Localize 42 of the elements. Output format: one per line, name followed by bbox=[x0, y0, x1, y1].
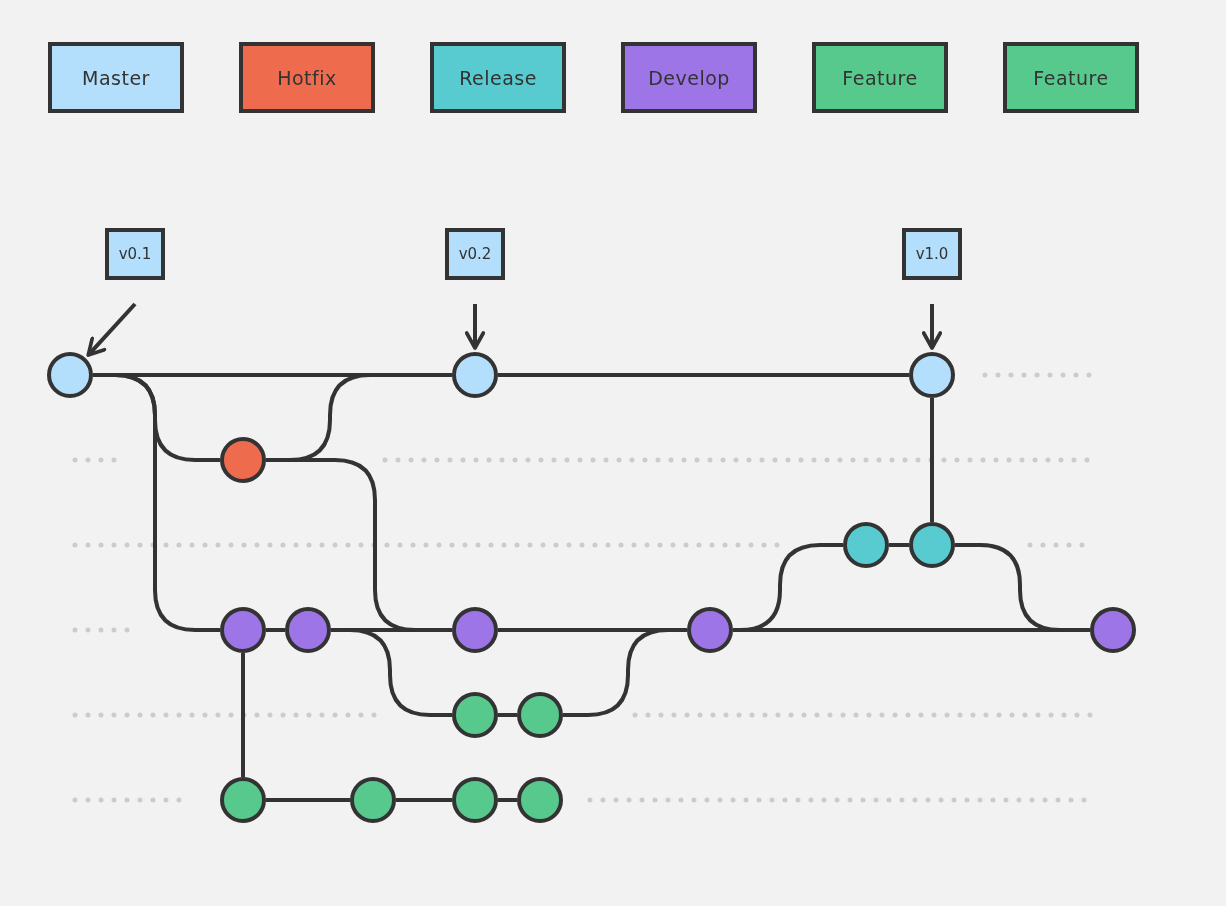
commit-circle bbox=[220, 437, 266, 483]
branch-line bbox=[266, 798, 350, 802]
commit-circle bbox=[517, 777, 563, 823]
commit-circle bbox=[517, 692, 563, 738]
commit-circle bbox=[687, 607, 733, 653]
commit-circle bbox=[350, 777, 396, 823]
legend-key: Hotfix bbox=[239, 42, 375, 113]
branch-line bbox=[889, 543, 909, 547]
version-tag: v0.1 bbox=[105, 228, 165, 280]
arrow bbox=[86, 302, 137, 357]
branch-line bbox=[396, 798, 452, 802]
branch-line bbox=[498, 373, 909, 377]
commit-circle bbox=[452, 692, 498, 738]
commit-circle bbox=[843, 522, 889, 568]
branch-line bbox=[733, 628, 1090, 632]
branch-line bbox=[498, 628, 687, 632]
branch-line bbox=[266, 628, 285, 632]
commit-circle bbox=[452, 352, 498, 398]
commit-circle bbox=[909, 522, 955, 568]
branch-line bbox=[498, 713, 517, 717]
legend-key: Develop bbox=[621, 42, 757, 113]
commit-circle bbox=[909, 352, 955, 398]
commit-circle bbox=[452, 777, 498, 823]
version-tag: v1.0 bbox=[902, 228, 962, 280]
commit-circle bbox=[452, 607, 498, 653]
branch-line bbox=[93, 373, 220, 632]
commit-circle bbox=[220, 607, 266, 653]
version-tag: v0.2 bbox=[445, 228, 505, 280]
legend-key: Feature bbox=[1003, 42, 1139, 113]
branch-line bbox=[930, 398, 934, 522]
arrow bbox=[464, 304, 486, 350]
branch-line bbox=[498, 798, 517, 802]
commit-circle bbox=[220, 777, 266, 823]
branch-line bbox=[331, 628, 452, 717]
legend-key: Feature bbox=[812, 42, 948, 113]
legend-key: Master bbox=[48, 42, 184, 113]
arrow bbox=[921, 304, 943, 350]
commit-circle bbox=[285, 607, 331, 653]
branch-line bbox=[241, 653, 245, 777]
commit-circle bbox=[47, 352, 93, 398]
commit-circle bbox=[1090, 607, 1136, 653]
legend-key: Release bbox=[430, 42, 566, 113]
